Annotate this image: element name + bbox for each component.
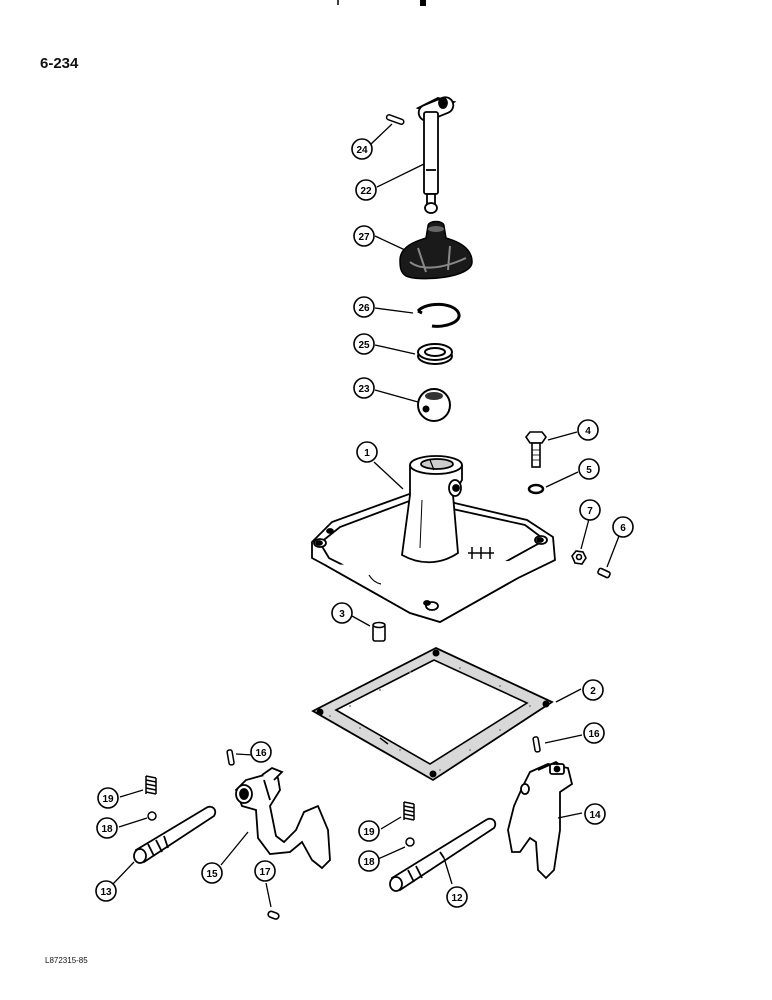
ball-part-18-right xyxy=(405,837,415,847)
svg-text:15: 15 xyxy=(206,869,218,880)
spring-part-19-left xyxy=(145,775,157,795)
callout-27: 27 xyxy=(353,225,375,247)
callout-3: 3 xyxy=(331,602,353,624)
callout-5: 5 xyxy=(578,458,600,480)
callout-7: 7 xyxy=(579,499,601,521)
svg-text:18: 18 xyxy=(363,857,375,868)
roll-pin-part-16-left xyxy=(226,749,235,766)
snap-ring-part-26 xyxy=(416,302,461,328)
svg-text:16: 16 xyxy=(588,729,600,740)
callout-12: 12 xyxy=(446,886,468,908)
svg-text:4: 4 xyxy=(585,426,591,437)
pin-part-24 xyxy=(385,114,405,126)
callout-18-right: 18 xyxy=(358,850,380,872)
shift-fork-part-14 xyxy=(507,760,574,880)
svg-text:23: 23 xyxy=(358,384,370,395)
callout-1: 1 xyxy=(356,441,378,463)
svg-text:13: 13 xyxy=(100,887,112,898)
callout-17: 17 xyxy=(254,860,276,882)
leader-lines xyxy=(111,123,620,908)
shift-lever-part-22 xyxy=(415,96,457,214)
svg-text:17: 17 xyxy=(259,867,271,878)
nut-part-7 xyxy=(571,550,587,565)
bolt-part-4 xyxy=(525,431,547,468)
shift-fork-part-15 xyxy=(234,766,331,870)
callout-26: 26 xyxy=(353,296,375,318)
callout-23: 23 xyxy=(353,377,375,399)
lock-washer-part-5 xyxy=(527,483,545,495)
pin-part-17 xyxy=(267,910,280,920)
svg-text:19: 19 xyxy=(102,794,114,805)
ball-part-18-left xyxy=(147,811,157,821)
shift-rail-part-13 xyxy=(133,805,217,864)
svg-text:22: 22 xyxy=(360,186,372,197)
svg-text:27: 27 xyxy=(358,232,370,243)
callout-6: 6 xyxy=(612,516,634,538)
figure-code: L872315-85 xyxy=(45,956,88,965)
callout-22: 22 xyxy=(355,179,377,201)
callout-18-left: 18 xyxy=(96,817,118,839)
ball-part-23 xyxy=(417,388,451,422)
callout-14: 14 xyxy=(584,803,606,825)
svg-text:18: 18 xyxy=(101,824,113,835)
callout-2: 2 xyxy=(582,679,604,701)
svg-text:24: 24 xyxy=(356,145,368,156)
page-number: 6-234 xyxy=(40,55,79,72)
callout-15: 15 xyxy=(201,862,223,884)
svg-text:19: 19 xyxy=(363,827,375,838)
svg-text:1: 1 xyxy=(364,448,370,459)
callout-19-right: 19 xyxy=(358,820,380,842)
dowel-pin-part-3 xyxy=(372,621,386,642)
svg-text:12: 12 xyxy=(451,893,463,904)
callout-16-right: 16 xyxy=(583,722,605,744)
svg-text:5: 5 xyxy=(586,465,592,476)
seal-ring-part-25 xyxy=(417,343,453,365)
svg-text:7: 7 xyxy=(587,506,593,517)
svg-text:14: 14 xyxy=(589,810,601,821)
set-screw-part-6 xyxy=(597,567,611,579)
shifter-housing-part-1 xyxy=(311,455,556,623)
svg-text:3: 3 xyxy=(339,609,345,620)
gasket-part-2 xyxy=(311,646,554,782)
callout-16-left: 16 xyxy=(250,741,272,763)
spring-part-19-right xyxy=(403,801,415,821)
roll-pin-part-16-right xyxy=(532,736,541,753)
shift-rail-part-12 xyxy=(389,817,497,892)
svg-text:6: 6 xyxy=(620,523,626,534)
svg-text:26: 26 xyxy=(358,303,370,314)
callout-24: 24 xyxy=(351,138,373,160)
svg-text:2: 2 xyxy=(590,686,596,697)
callout-13: 13 xyxy=(95,880,117,902)
svg-text:25: 25 xyxy=(358,340,370,351)
rubber-boot-part-27 xyxy=(399,220,473,280)
callout-4: 4 xyxy=(577,419,599,441)
callout-19-left: 19 xyxy=(97,787,119,809)
svg-text:16: 16 xyxy=(255,748,267,759)
callout-25: 25 xyxy=(353,333,375,355)
